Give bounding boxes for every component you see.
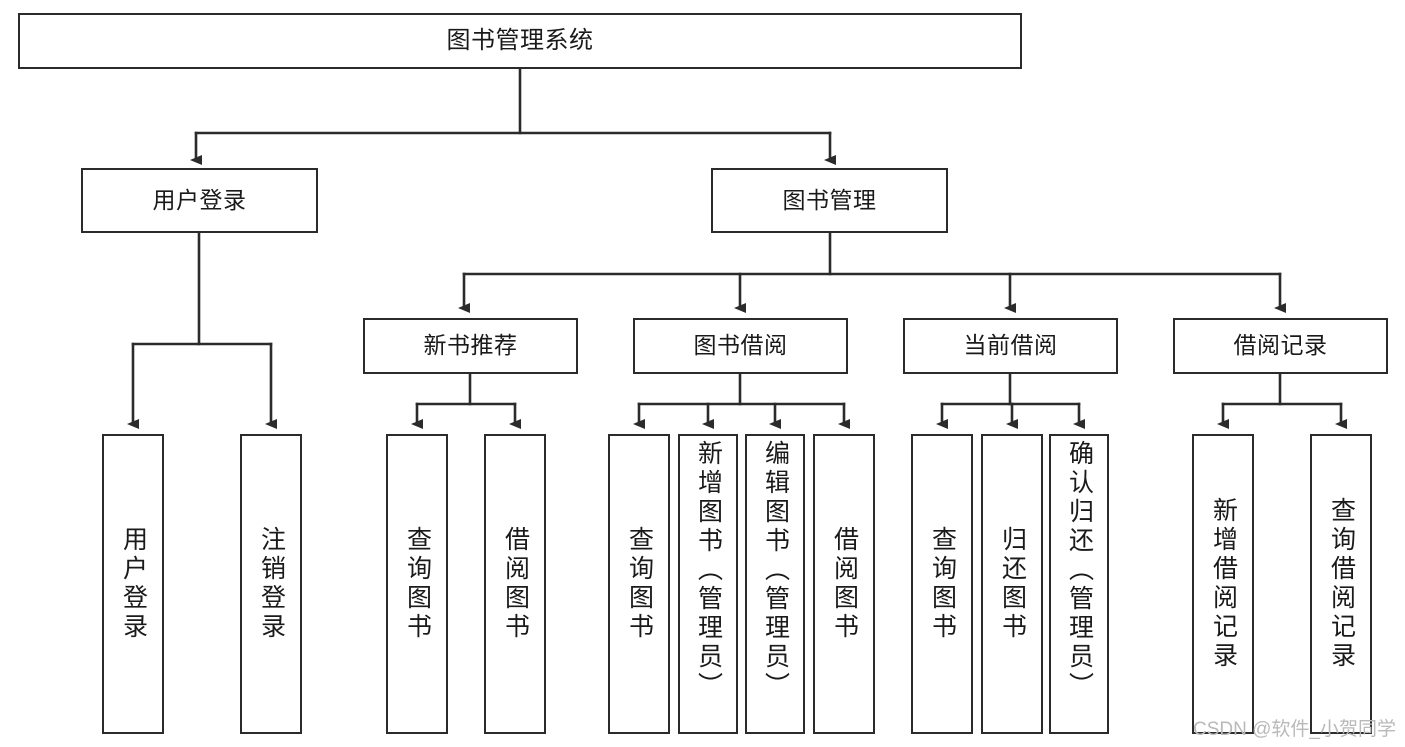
node-book-borrow-label: 图书借阅 bbox=[693, 332, 788, 359]
node-add-borrow-record[interactable]: 新增借阅记录 bbox=[1192, 434, 1254, 734]
node-user-login-leaf[interactable]: 用户登录 bbox=[102, 434, 164, 734]
node-query-book-current[interactable]: 查询图书 bbox=[911, 434, 973, 734]
node-query-borrow-record[interactable]: 查询借阅记录 bbox=[1310, 434, 1372, 734]
node-edit-book-admin[interactable]: 编辑图书（管理员） bbox=[745, 434, 805, 734]
node-user-logout-leaf[interactable]: 注销登录 bbox=[240, 434, 302, 734]
node-add-book-admin[interactable]: 新增图书（管理员） bbox=[678, 434, 738, 734]
node-book-management[interactable]: 图书管理 bbox=[711, 168, 948, 233]
node-user-login[interactable]: 用户登录 bbox=[81, 168, 318, 233]
node-add-book-admin-label: 新增图书（管理员） bbox=[694, 440, 723, 701]
node-confirm-return-admin-label: 确认归还（管理员） bbox=[1065, 440, 1094, 701]
node-return-book[interactable]: 归还图书 bbox=[981, 434, 1043, 734]
node-root-label: 图书管理系统 bbox=[446, 26, 594, 54]
node-borrow-book-borrow-label: 借阅图书 bbox=[830, 526, 859, 642]
node-query-borrow-record-label: 查询借阅记录 bbox=[1327, 497, 1356, 671]
node-borrow-book-borrow[interactable]: 借阅图书 bbox=[813, 434, 875, 734]
node-query-book-new-label: 查询图书 bbox=[403, 526, 432, 642]
node-user-login-leaf-label: 用户登录 bbox=[119, 526, 148, 642]
node-new-book-recommend-label: 新书推荐 bbox=[423, 332, 518, 359]
node-borrow-record[interactable]: 借阅记录 bbox=[1173, 318, 1388, 374]
node-book-management-label: 图书管理 bbox=[782, 186, 877, 213]
node-query-book-new[interactable]: 查询图书 bbox=[386, 434, 448, 734]
node-borrow-book-new[interactable]: 借阅图书 bbox=[484, 434, 546, 734]
node-current-borrow-label: 当前借阅 bbox=[963, 332, 1058, 359]
node-new-book-recommend[interactable]: 新书推荐 bbox=[363, 318, 578, 374]
node-confirm-return-admin[interactable]: 确认归还（管理员） bbox=[1049, 434, 1109, 734]
node-edit-book-admin-label: 编辑图书（管理员） bbox=[761, 440, 790, 701]
node-query-book-borrow[interactable]: 查询图书 bbox=[608, 434, 670, 734]
node-borrow-record-label: 借阅记录 bbox=[1233, 332, 1328, 359]
node-query-book-current-label: 查询图书 bbox=[928, 526, 957, 642]
node-add-borrow-record-label: 新增借阅记录 bbox=[1209, 497, 1238, 671]
node-return-book-label: 归还图书 bbox=[998, 526, 1027, 642]
node-root[interactable]: 图书管理系统 bbox=[18, 13, 1022, 69]
node-user-login-label: 用户登录 bbox=[152, 186, 247, 213]
node-current-borrow[interactable]: 当前借阅 bbox=[903, 318, 1118, 374]
node-book-borrow[interactable]: 图书借阅 bbox=[633, 318, 848, 374]
node-borrow-book-new-label: 借阅图书 bbox=[501, 526, 530, 642]
node-user-logout-leaf-label: 注销登录 bbox=[257, 526, 286, 642]
node-query-book-borrow-label: 查询图书 bbox=[625, 526, 654, 642]
